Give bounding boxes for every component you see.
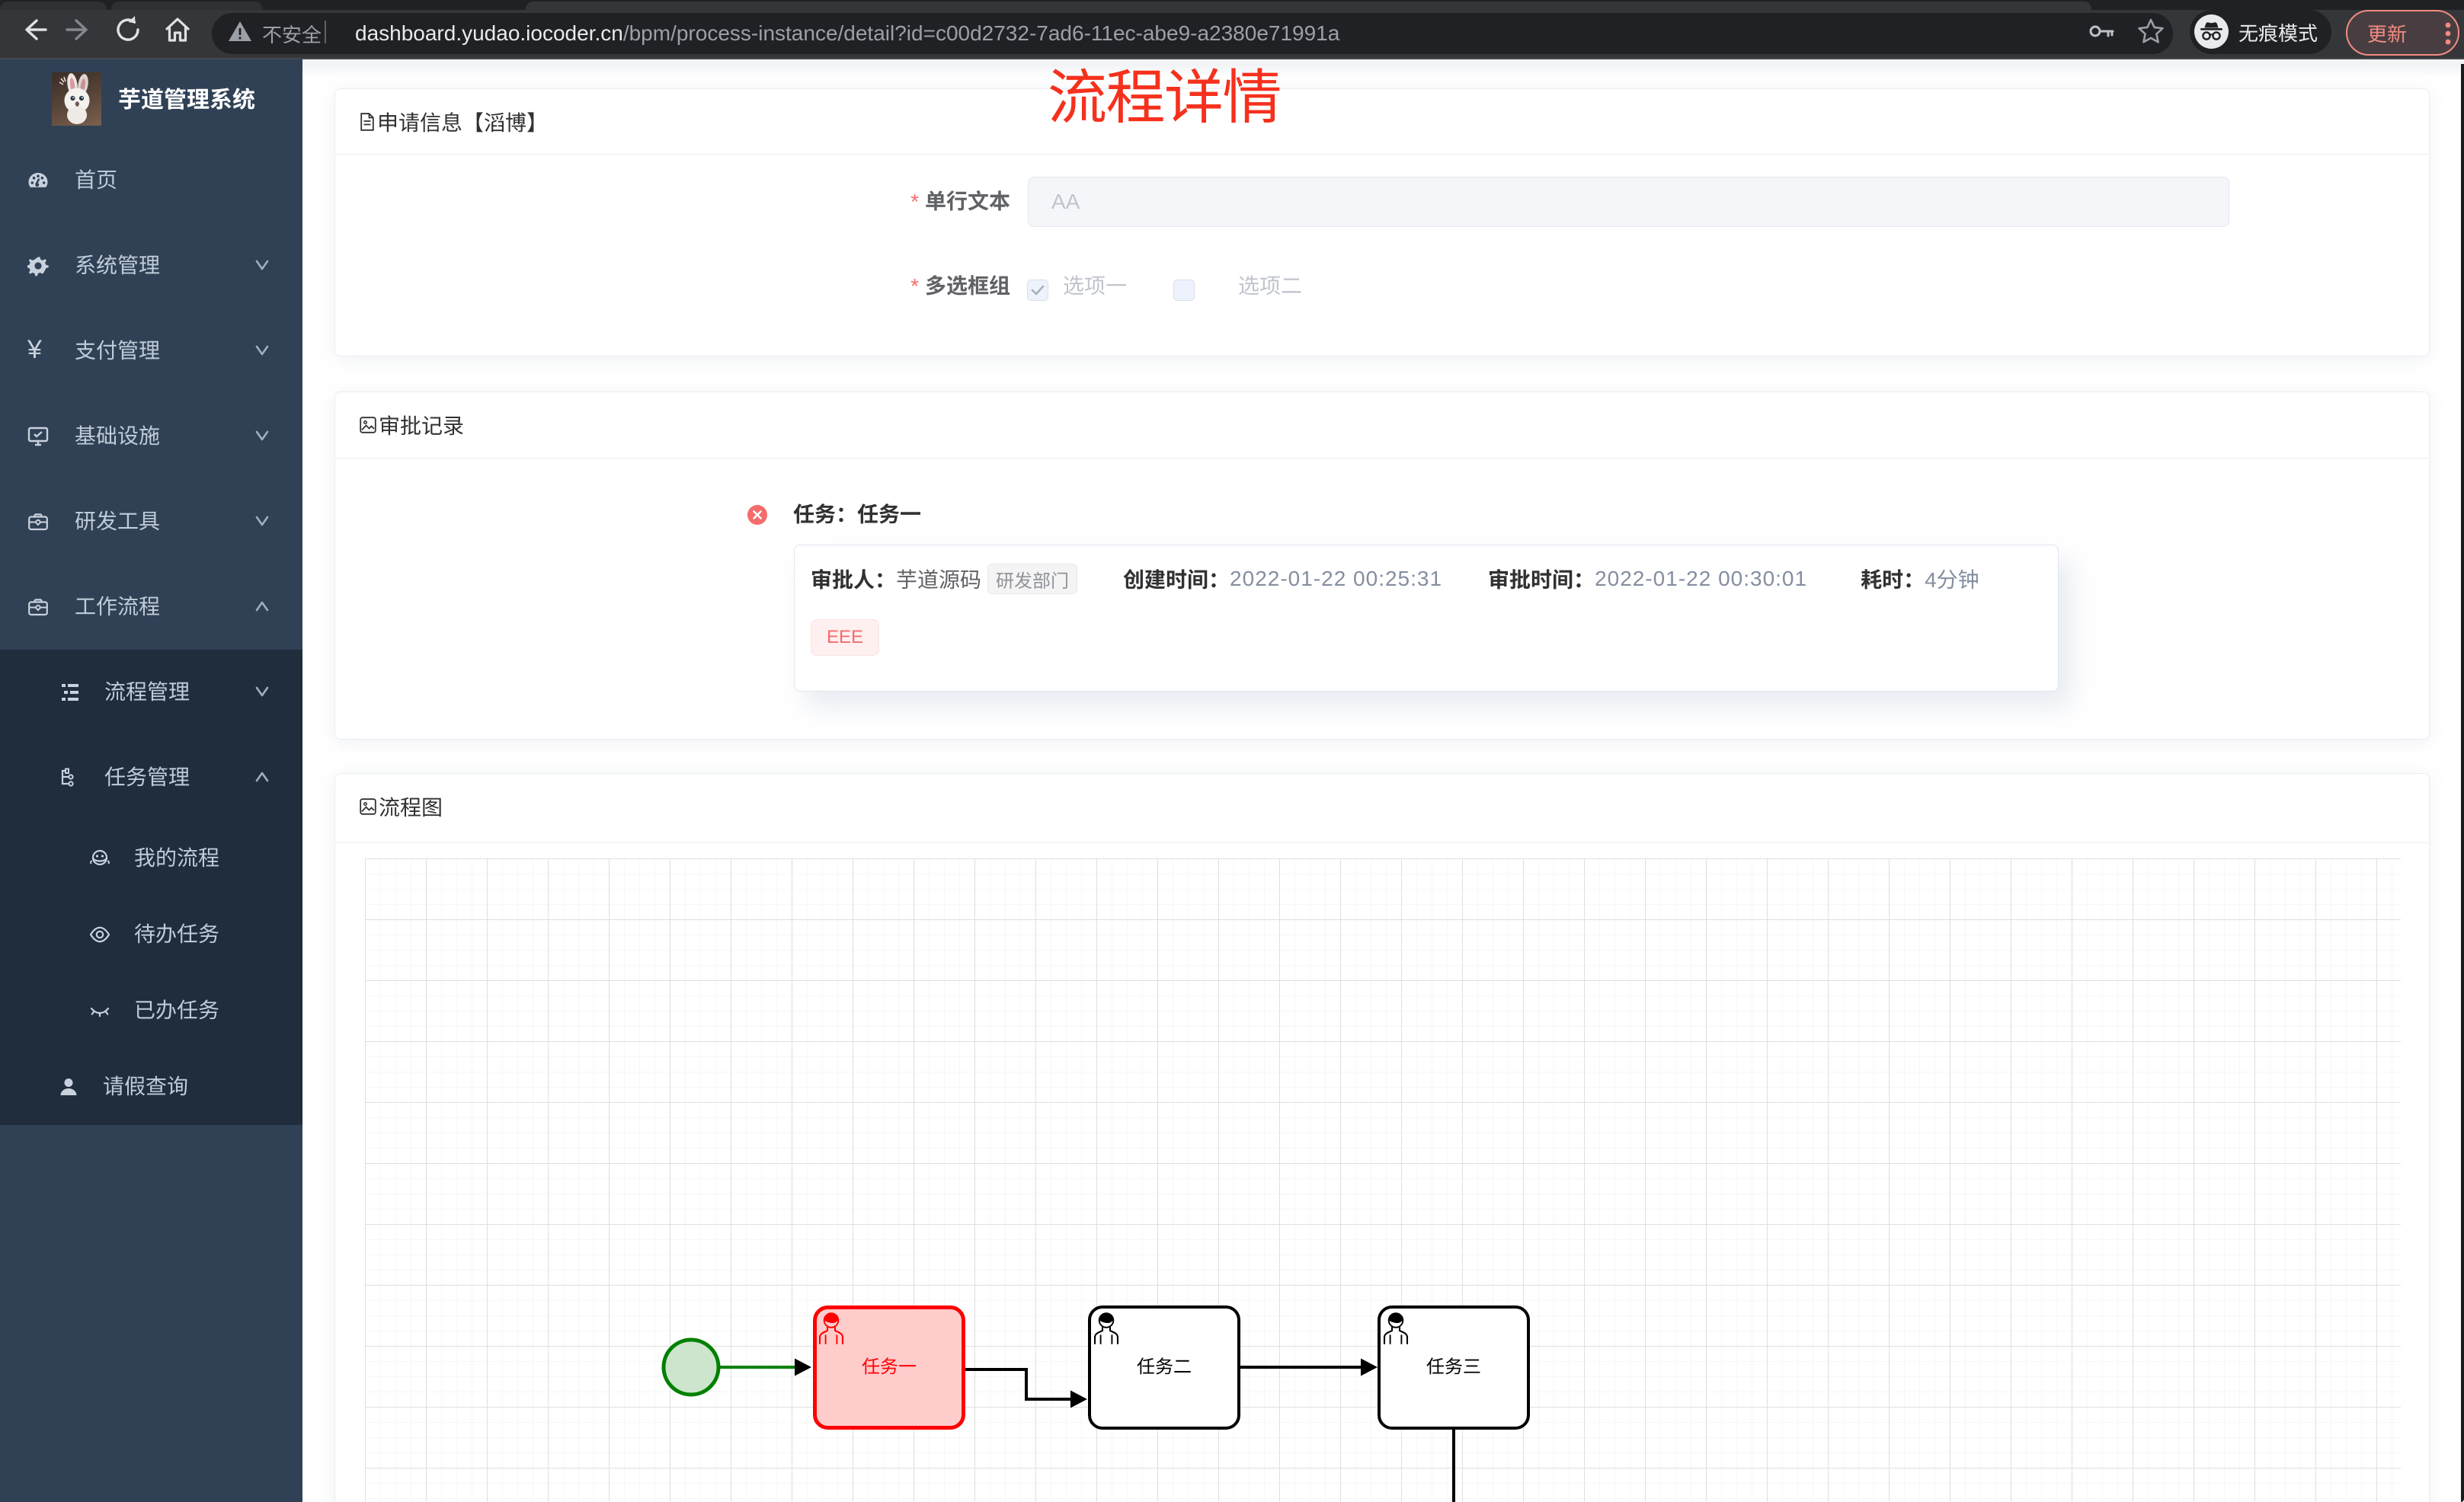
svg-text:任务一: 任务一 <box>862 1357 917 1378</box>
svg-text:任务二: 任务二 <box>1137 1357 1192 1378</box>
svg-text:任务三: 任务三 <box>1426 1357 1481 1378</box>
